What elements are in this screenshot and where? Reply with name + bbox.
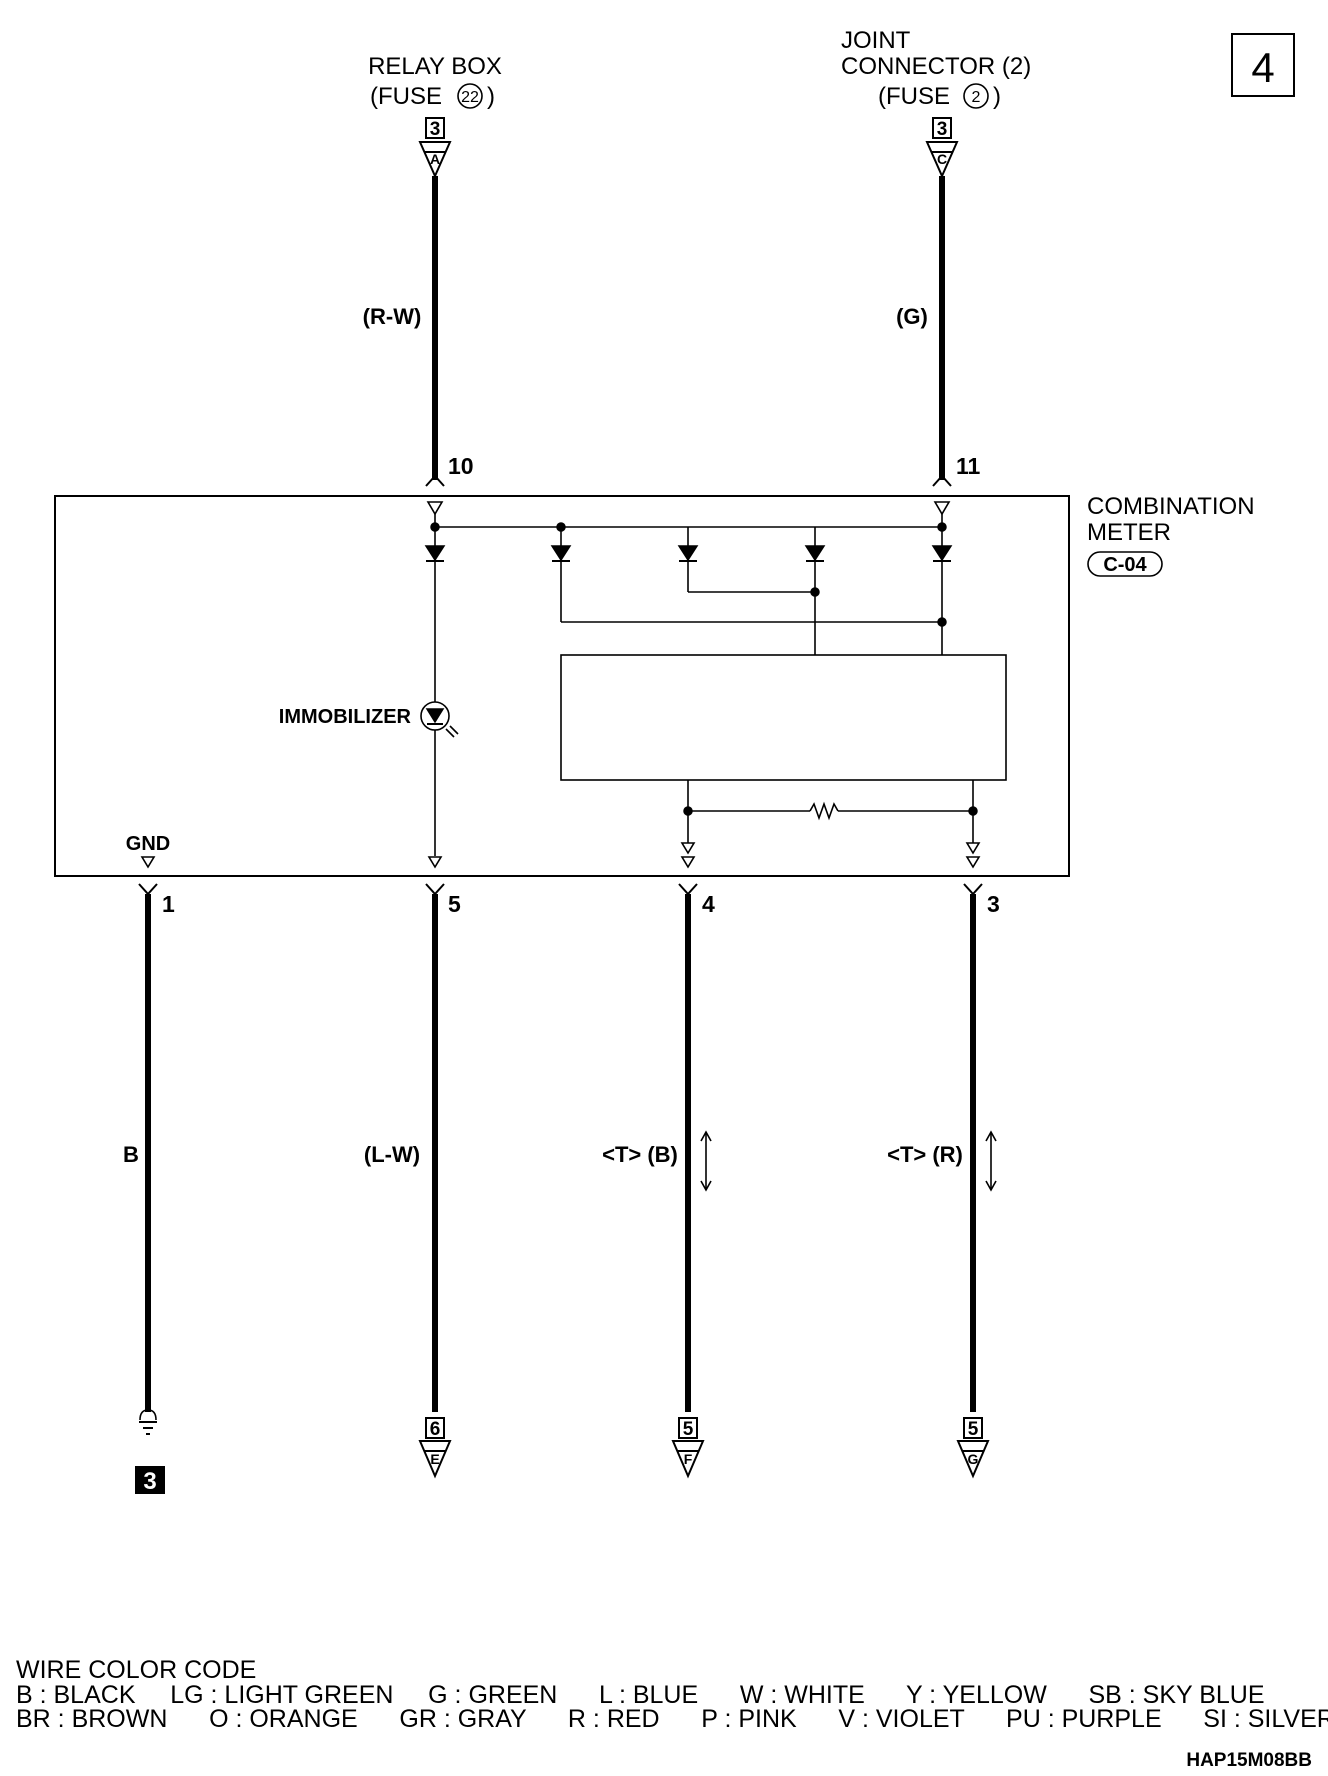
wire-l-w-label: (L-W) [364,1142,420,1167]
joint-connector-fuse-number: 2 [972,89,981,106]
pin-5-fork [425,883,445,896]
terminal-10-inner [426,501,444,516]
pin-1-fork [138,883,158,896]
terminal-1-inner [140,856,156,869]
immobilizer-label: IMMOBILIZER [279,706,412,728]
diode [931,545,953,562]
wire-g-label: (G) [896,304,928,329]
ground-ref-box [135,1466,165,1494]
wire-r-w-label: (R-W) [363,304,422,329]
pin-4-fork [678,883,698,896]
twisted-pair-icon [985,1130,997,1192]
output-circuit [683,780,978,843]
twisted-pair-icon [700,1130,712,1192]
wire-b-label: B [123,1142,139,1167]
ground-icon [139,1409,157,1435]
joint-connector-label-2: CONNECTOR (2) [841,53,1031,80]
ground-ref-number: 3 [143,1468,156,1495]
svg-text:5: 5 [968,1419,979,1440]
legend-title: WIRE COLOR CODE [16,1656,256,1684]
joint-connector-arrow-letter: C [937,151,947,167]
pin-3-fork [963,883,983,896]
pin-3-label: 3 [987,891,1000,917]
legend-line-2: BR : BROWN O : ORANGE GR : GRAY R : RED … [16,1705,1328,1733]
relay-box-ref-box [425,117,445,139]
relay-box-arrow [418,141,452,179]
joint-connector-arrow [925,141,959,179]
pin-4-label: 4 [702,891,715,917]
diode [424,545,446,562]
svg-text:F: F [684,1451,693,1467]
connector-id-frame [1087,551,1163,577]
svg-text:E: E [430,1451,439,1467]
pin-1-label: 1 [162,891,175,917]
page-number: 4 [1251,44,1274,91]
relay-box-ref-number: 3 [430,119,441,140]
diode [804,545,826,562]
relay-box-fuse-close: ) [487,83,495,110]
relay-box-fuse-label: (FUSE [370,83,442,110]
immobilizer-indicator-icon [420,701,459,738]
page-number-box [1231,33,1295,97]
pin-11-fork [932,474,952,487]
combination-meter-label-1: COMBINATION [1087,493,1255,520]
figure-code: HAP15M08BB [1186,1750,1312,1771]
pin-11-label: 11 [956,453,981,479]
relay-box-label: RELAY BOX [368,53,502,80]
pin-10-fork [425,474,445,487]
joint-connector-fuse-close: ) [993,83,1001,110]
terminal-11-inner [933,501,951,516]
diode [550,545,572,562]
fuse-number-circle [457,83,483,109]
combination-meter-box [54,495,1070,877]
gnd-label: GND [126,833,170,855]
connector-e: 6 E [418,1417,452,1479]
connector-id: C-04 [1103,554,1147,576]
pin-5-label: 5 [448,891,461,917]
wire-t-b-label: <T> (B) [602,1142,678,1167]
joint-connector-label-1: JOINT [841,27,911,54]
control-module-box [560,654,1007,781]
relay-box-connector: RELAY BOX (FUSE 22 ) 3 A [368,53,502,179]
terminal-4-inner [680,842,696,869]
svg-text:6: 6 [430,1419,441,1440]
relay-box-arrow-letter: A [430,151,440,167]
pin-10-label: 10 [448,453,474,479]
terminal-3-inner [965,842,981,869]
joint-connector: JOINT CONNECTOR (2) (FUSE 2 ) 3 C [841,27,1031,179]
joint-connector-ref-number: 3 [937,119,948,140]
joint-connector-fuse-label: (FUSE [878,83,950,110]
diode [677,545,699,562]
svg-text:G: G [968,1451,979,1467]
legend-line-1: B : BLACK LG : LIGHT GREEN G : GREEN L :… [16,1681,1265,1709]
fuse-number-circle [963,83,989,109]
joint-connector-ref-box [932,117,952,139]
combination-meter-label-2: METER [1087,519,1171,546]
svg-text:5: 5 [683,1419,694,1440]
wire-t-r-label: <T> (R) [887,1142,963,1167]
connector-f: 5 F [671,1417,705,1479]
connector-g: 5 G [956,1417,990,1479]
terminal-5-inner [427,856,443,869]
relay-box-fuse-number: 22 [461,89,479,106]
